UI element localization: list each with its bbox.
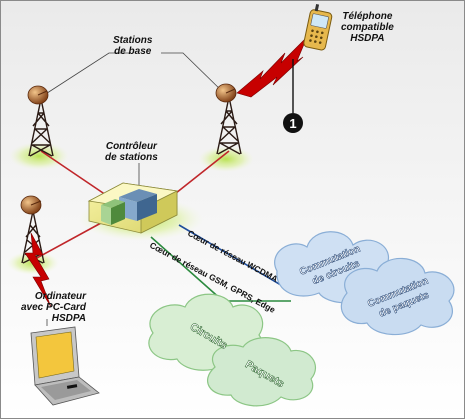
- controller-label-line1: Contrôleur: [105, 141, 157, 152]
- phone-icon: [303, 3, 333, 51]
- ground-glow: [9, 142, 69, 170]
- station-controller-icon: [87, 182, 179, 234]
- controller-label: Contrôleur de stations: [105, 141, 158, 163]
- packets-cloud: [207, 337, 317, 407]
- base-stations-label-line2: de base: [114, 46, 152, 57]
- laptop-icon: [30, 326, 100, 406]
- base-stations-label: Stations de base: [113, 35, 152, 57]
- radio-link-bolt-laptop: [24, 232, 52, 308]
- phone-label-line1: Téléphone: [342, 11, 393, 22]
- radio-link-bolt-phone: [236, 36, 308, 98]
- callout-number: 1: [289, 116, 296, 131]
- laptop-label: Ordinateur avec PC-Card HSDPA: [21, 291, 86, 324]
- laptop-label-line3: HSDPA: [51, 313, 87, 324]
- phone-label-line3: HSDPA: [350, 33, 385, 44]
- base-station-tower-left: [27, 85, 54, 157]
- laptop-label-line2: avec PC-Card: [21, 302, 87, 313]
- base-station-tower-right: [215, 83, 242, 155]
- callout-badge: [283, 113, 303, 133]
- base-stations-leader: [40, 52, 227, 98]
- base-stations-label-line1: Stations: [113, 35, 153, 46]
- phone-label-line2: compatible: [341, 22, 394, 33]
- laptop-label-line1: Ordinateur: [34, 291, 87, 302]
- controller-label-line2: de stations: [105, 152, 158, 163]
- packet-switching-cloud: [340, 257, 455, 336]
- station-links: [34, 150, 230, 260]
- phone-label: Téléphone compatible HSDPA: [341, 11, 394, 44]
